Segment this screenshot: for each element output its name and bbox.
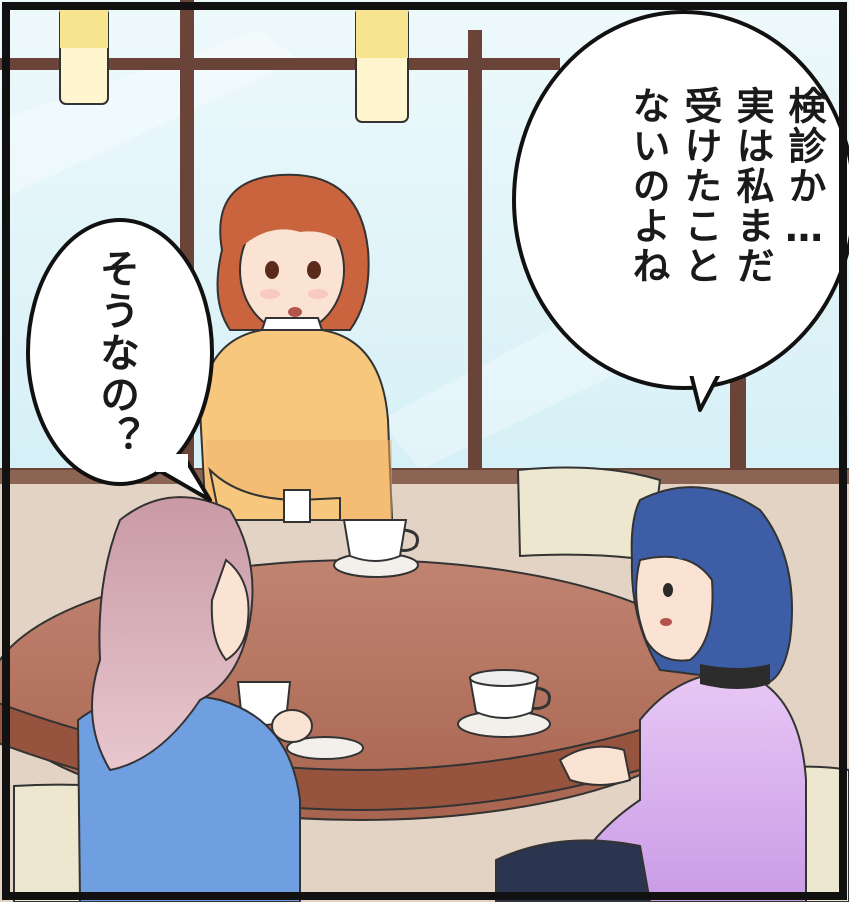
pendant-lamp-right: [355, 7, 409, 123]
cup-front: [457, 669, 551, 738]
woman-right: [495, 486, 849, 902]
speech-bubble-left: [26, 218, 214, 502]
cup-center: [333, 519, 419, 578]
pendant-lamp-left: [59, 7, 109, 105]
speech-text-right: 検診か… 実は私まだ 受けたこと ないのよね: [626, 86, 826, 286]
speech-bubble-right: [512, 10, 849, 412]
woman-left: [13, 496, 313, 902]
speech-text-left: そうなの？: [93, 248, 139, 458]
woman-center: [198, 173, 394, 523]
